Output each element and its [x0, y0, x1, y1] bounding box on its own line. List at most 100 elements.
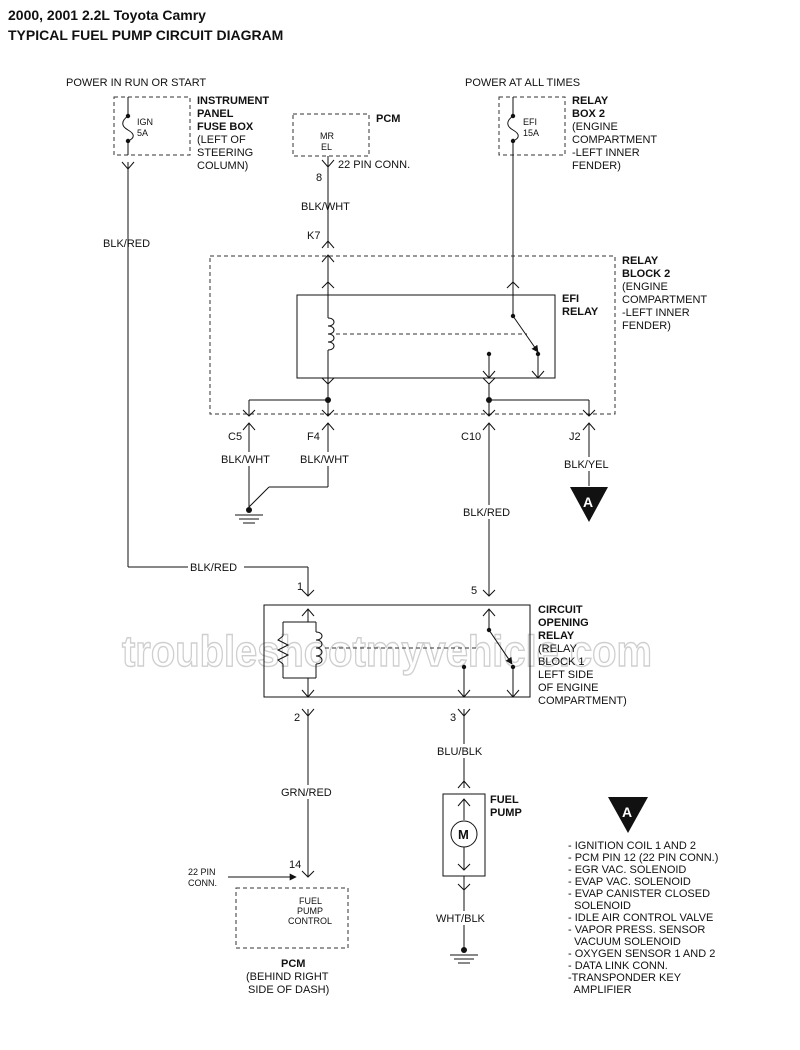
fuse-box-desc-3: COLUMN): [197, 160, 248, 172]
legend-item: SOLENOID: [568, 900, 631, 912]
pcm-bottom-inner-1: FUEL: [299, 896, 322, 906]
watermark: troubleshootmyvehicle.com: [122, 627, 652, 676]
fuse-box-title-2: PANEL: [197, 108, 234, 120]
relay-box-title-2: BOX 2: [572, 108, 605, 120]
pcm-conn-1: 22 PIN: [188, 867, 216, 877]
legend-item: - DATA LINK CONN.: [568, 960, 668, 972]
terminal-c5: C5: [228, 431, 242, 443]
fuse-box-desc-1: (LEFT OF: [197, 134, 246, 146]
legend-item: - EGR VAC. SOLENOID: [568, 864, 686, 876]
pcm-top-connector: 22 PIN CONN.: [338, 159, 410, 171]
pcm-top-inner-2: EL: [321, 142, 332, 152]
terminal-f4: F4: [307, 431, 320, 443]
cor-resistor-icon: [276, 635, 290, 665]
relay-box-desc-3: -LEFT INNER: [572, 147, 640, 159]
legend-item: - IDLE AIR CONTROL VALVE: [568, 912, 713, 924]
wire-c10-color: BLK/RED: [463, 507, 510, 519]
legend-item: VACUUM SOLENOID: [568, 936, 681, 948]
relay-block-2: [209, 255, 616, 415]
ign-fuse-name: IGN: [137, 117, 153, 127]
cor-pin-3: 3: [450, 712, 456, 724]
connector-a-label: A: [583, 494, 593, 510]
pcm-bottom-inner-2: PUMP: [297, 906, 323, 916]
cor-desc-2: BLOCK 1: [538, 656, 584, 668]
cor-desc-3: LEFT SIDE: [538, 669, 593, 681]
ground-icon: [235, 507, 263, 524]
cor-title-1: CIRCUIT: [538, 604, 583, 616]
wire-f4-color: BLK/WHT: [300, 454, 349, 466]
page-title: 2000, 2001 2.2L Toyota Camry: [8, 7, 206, 23]
pump-ground-wire-color: WHT/BLK: [436, 913, 486, 925]
cor-pin-2: 2: [294, 712, 300, 724]
fuel-pump-title-1: FUEL: [490, 794, 519, 806]
pcm-top-inner-1: MR: [320, 131, 334, 141]
pcm-top-wire-color: BLK/WHT: [301, 201, 350, 213]
legend-item: - OXYGEN SENSOR 1 AND 2: [568, 948, 715, 960]
ign-fuse-icon: [122, 97, 134, 155]
blu-blk-wire-color: BLU/BLK: [437, 746, 483, 758]
relay-box-desc-4: FENDER): [572, 160, 621, 172]
relay-box-desc-2: COMPARTMENT: [572, 134, 657, 146]
cor-desc-5: COMPARTMENT): [538, 695, 627, 707]
power-all-times-label: POWER AT ALL TIMES: [465, 77, 580, 89]
efi-relay-label-1: EFI: [562, 293, 579, 305]
efi-fuse-name: EFI: [523, 117, 537, 127]
cor-desc-1: (RELAY: [538, 643, 578, 655]
cor-coil-icon: [315, 631, 323, 665]
legend-item: - EVAP VAC. SOLENOID: [568, 876, 691, 888]
pcm-top-terminal: K7: [307, 230, 320, 242]
connector-a-triangle-icon: [570, 487, 608, 522]
efi-relay-label-2: RELAY: [562, 306, 599, 318]
cor-feed-wire-color: BLK/RED: [190, 562, 237, 574]
pcm-conn-2: CONN.: [188, 878, 217, 888]
pcm-top-box: [292, 113, 370, 157]
efi-relay-box: [296, 294, 556, 379]
pcm-top-pin: 8: [316, 172, 322, 184]
relay-box-2: [498, 96, 566, 156]
grn-red-wire-color: GRN/RED: [281, 787, 332, 799]
legend-list: - IGNITION COIL 1 AND 2- PCM PIN 12 (22 …: [568, 840, 718, 996]
relay-block-desc-1: (ENGINE: [622, 281, 668, 293]
relay-block-desc-2: COMPARTMENT: [622, 294, 707, 306]
legend-item: -TRANSPONDER KEY: [568, 972, 682, 984]
circuit-opening-relay-box: [263, 604, 531, 698]
relay-block-title-2: BLOCK 2: [622, 268, 670, 280]
pcm-top-title: PCM: [376, 113, 400, 125]
efi-fuse-rating: 15A: [523, 128, 539, 138]
cor-switch-arm: [488, 629, 513, 665]
relay-box-title-1: RELAY: [572, 95, 609, 107]
efi-relay-coil-icon: [327, 317, 335, 351]
pcm-bottom-box: [235, 887, 349, 949]
relay-block-desc-4: FENDER): [622, 320, 671, 332]
cor-desc-4: OF ENGINE: [538, 682, 599, 694]
legend-item: AMPLIFIER: [568, 984, 632, 996]
pcm-bottom-title: PCM: [281, 958, 305, 970]
legend-item: - IGNITION COIL 1 AND 2: [568, 840, 696, 852]
legend-item: - VAPOR PRESS. SENSOR: [568, 924, 705, 936]
efi-fuse-icon: [507, 97, 519, 155]
power-run-start-label: POWER IN RUN OR START: [66, 77, 206, 89]
pump-ground-icon: [450, 947, 478, 964]
efi-relay-switch-arm: [512, 315, 539, 353]
wire-j2-color: BLK/YEL: [564, 459, 609, 471]
pcm-pin-14: 14: [289, 859, 301, 871]
cor-pin-1: 1: [297, 581, 303, 593]
cor-title-2: OPENING: [538, 617, 589, 629]
page-subtitle: TYPICAL FUEL PUMP CIRCUIT DIAGRAM: [8, 27, 283, 43]
legend-item: - PCM PIN 12 (22 PIN CONN.): [568, 852, 718, 864]
fuel-pump-motor-label: M: [458, 827, 469, 842]
fuel-pump-title-2: PUMP: [490, 807, 522, 819]
cor-title-3: RELAY: [538, 630, 575, 642]
relay-block-title-1: RELAY: [622, 255, 659, 267]
fuse-box-desc-2: STEERING: [197, 147, 253, 159]
instrument-panel-fuse-box: [113, 96, 191, 156]
pcm-bottom-desc-1: (BEHIND RIGHT: [246, 971, 329, 983]
left-wire-color: BLK/RED: [103, 238, 150, 250]
pcm-bottom-desc-2: SIDE OF DASH): [248, 984, 329, 996]
legend-triangle-icon: [608, 797, 648, 833]
wire-c5-color: BLK/WHT: [221, 454, 270, 466]
fuse-box-title-1: INSTRUMENT: [197, 95, 269, 107]
pcm-bottom-inner-3: CONTROL: [288, 916, 332, 926]
ign-fuse-rating: 5A: [137, 128, 148, 138]
